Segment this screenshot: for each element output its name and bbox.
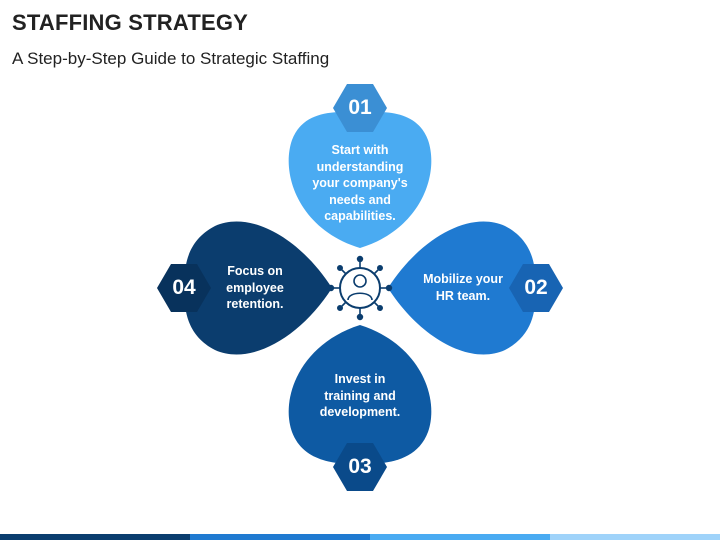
step-04-badge — [157, 264, 211, 312]
step-03-number: 03 — [348, 455, 372, 478]
step-03-badge — [333, 443, 387, 491]
footer-bar-segment — [190, 534, 370, 540]
step-02-petal — [388, 221, 536, 355]
step-01-badge — [333, 84, 387, 132]
step-02-text: Mobilize your HR team. — [423, 272, 503, 303]
step-04-number: 04 — [172, 276, 196, 299]
step-01-text: Start with understanding your company's … — [312, 143, 408, 223]
step-04-text: Focus on employee retention. — [226, 264, 284, 311]
step-02-number: 02 — [524, 276, 548, 299]
footer-color-bar — [0, 534, 720, 540]
footer-bar-segment — [0, 534, 190, 540]
person-gear-icon — [327, 255, 393, 321]
step-03-petal — [288, 325, 432, 464]
footer-bar-segment — [370, 534, 550, 540]
footer-bar-segment — [550, 534, 720, 540]
step-01-petal — [288, 111, 432, 248]
step-04-petal — [184, 221, 332, 355]
step-03-text: Invest in training and development. — [319, 372, 401, 419]
page-title: STAFFING STRATEGY — [12, 10, 249, 35]
step-01-number: 01 — [348, 96, 372, 119]
step-02-badge — [509, 264, 563, 312]
page-subtitle: A Step-by-Step Guide to Strategic Staffi… — [12, 49, 330, 68]
